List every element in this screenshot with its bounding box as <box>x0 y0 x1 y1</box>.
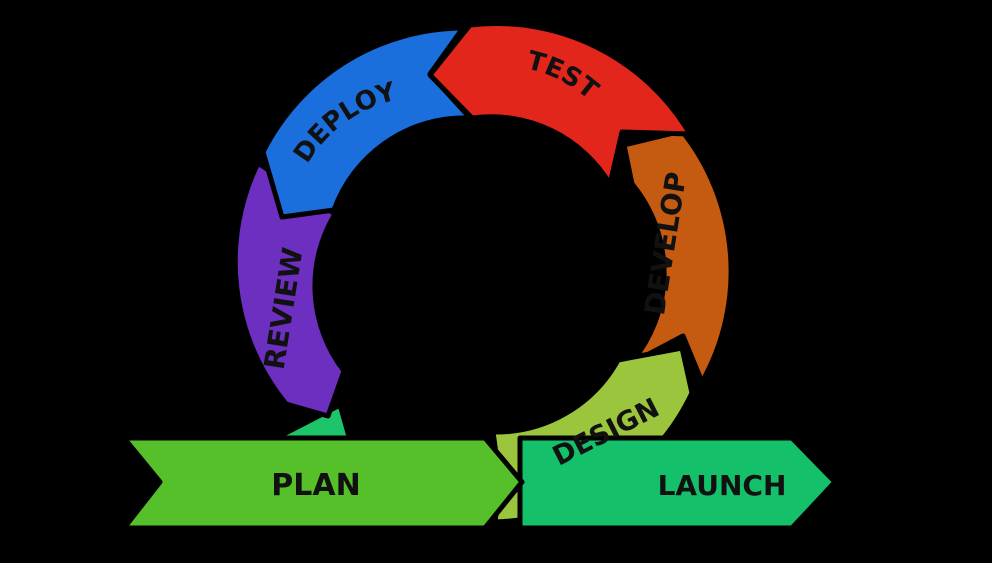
plan-arrow <box>121 435 525 531</box>
stage-arrow-deploy <box>260 25 473 220</box>
stage-arrow-review <box>232 160 347 419</box>
stage-arrow-develop <box>621 128 734 385</box>
launch-label: LAUNCH <box>658 469 787 502</box>
launch-arrow <box>517 435 838 531</box>
stage-arrow-test <box>427 20 693 187</box>
plan-label: PLAN <box>271 468 360 503</box>
